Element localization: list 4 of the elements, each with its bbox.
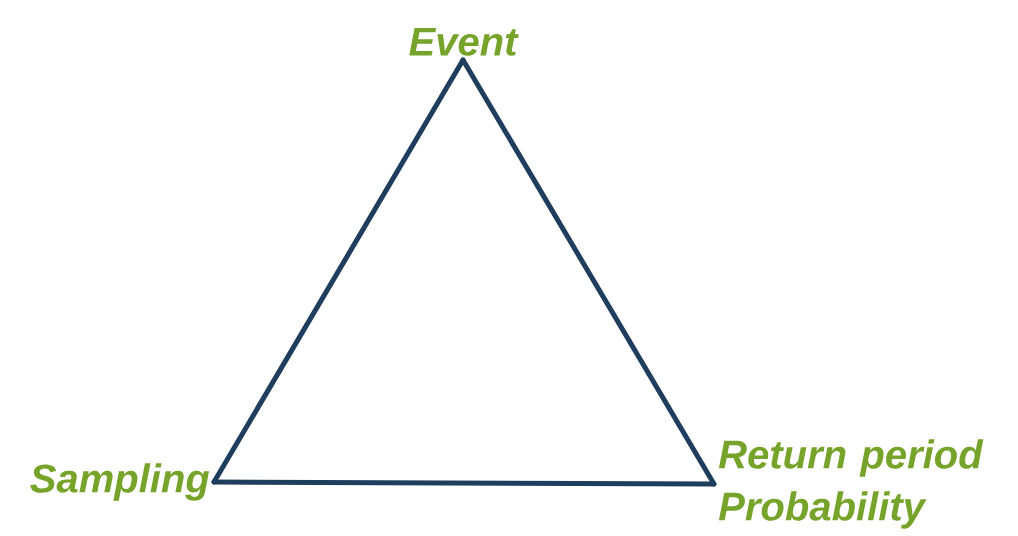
triangle-side [460, 57, 717, 487]
vertex-label: Event [409, 27, 519, 56]
vertex-label: Sampling [30, 463, 210, 501]
vertex-label: Return period Probability [718, 439, 984, 529]
